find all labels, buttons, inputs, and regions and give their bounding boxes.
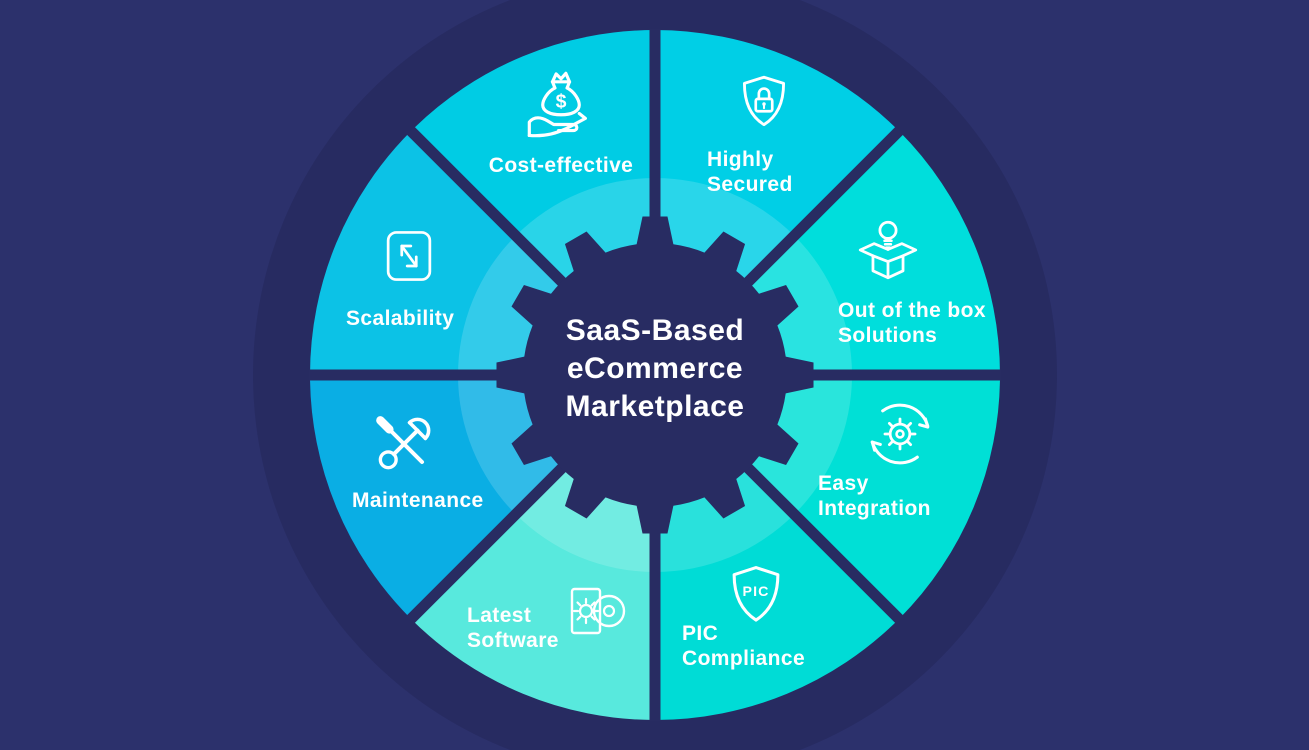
center-gear (496, 216, 814, 534)
title-line: SaaS-Based (565, 314, 745, 347)
open-box-bulb-icon (851, 213, 925, 287)
shield-lock-icon (731, 70, 797, 136)
label-line: Solutions (838, 324, 938, 347)
label-scalability: Scalability (346, 306, 454, 331)
label-line: Integration (818, 497, 931, 520)
title-line: eCommerce (566, 352, 744, 385)
label-out-of-the-box-solutions: Out of the box Solutions (838, 298, 986, 348)
label-line: Maintenance (352, 489, 484, 512)
label-easy-integration: Easy Integration (818, 471, 931, 521)
pic-glyph: PIC (743, 584, 770, 600)
label-line: PIC (682, 622, 719, 645)
center-title: SaaS-Based eCommerce Marketplace (495, 312, 815, 426)
label-cost-effective: Cost-effective (489, 153, 633, 178)
dollar-glyph: $ (556, 90, 567, 112)
gear-sync-icon (863, 397, 937, 471)
label-pic-compliance: PIC Compliance (682, 621, 805, 671)
label-latest-software: Latest Software (467, 603, 559, 653)
label-line: Compliance (682, 647, 806, 670)
label-line: Scalability (346, 307, 455, 330)
label-line: Cost-effective (488, 154, 634, 177)
pic-shield-icon: PIC (721, 561, 791, 631)
label-line: Out of the box (838, 299, 986, 322)
label-highly-secured: Highly Secured (707, 147, 793, 197)
expand-arrows-icon (380, 227, 438, 285)
label-line: Latest (467, 604, 532, 627)
title-line: Marketplace (565, 390, 745, 423)
label-line: Easy (818, 472, 869, 495)
software-disc-icon (566, 579, 630, 643)
label-maintenance: Maintenance (352, 488, 484, 513)
tools-icon (368, 408, 440, 480)
label-line: Highly (707, 148, 774, 171)
hand-money-bag-icon: $ (522, 66, 600, 144)
software-box (570, 587, 602, 635)
label-line: Software (467, 629, 559, 652)
label-line: Secured (707, 173, 793, 196)
